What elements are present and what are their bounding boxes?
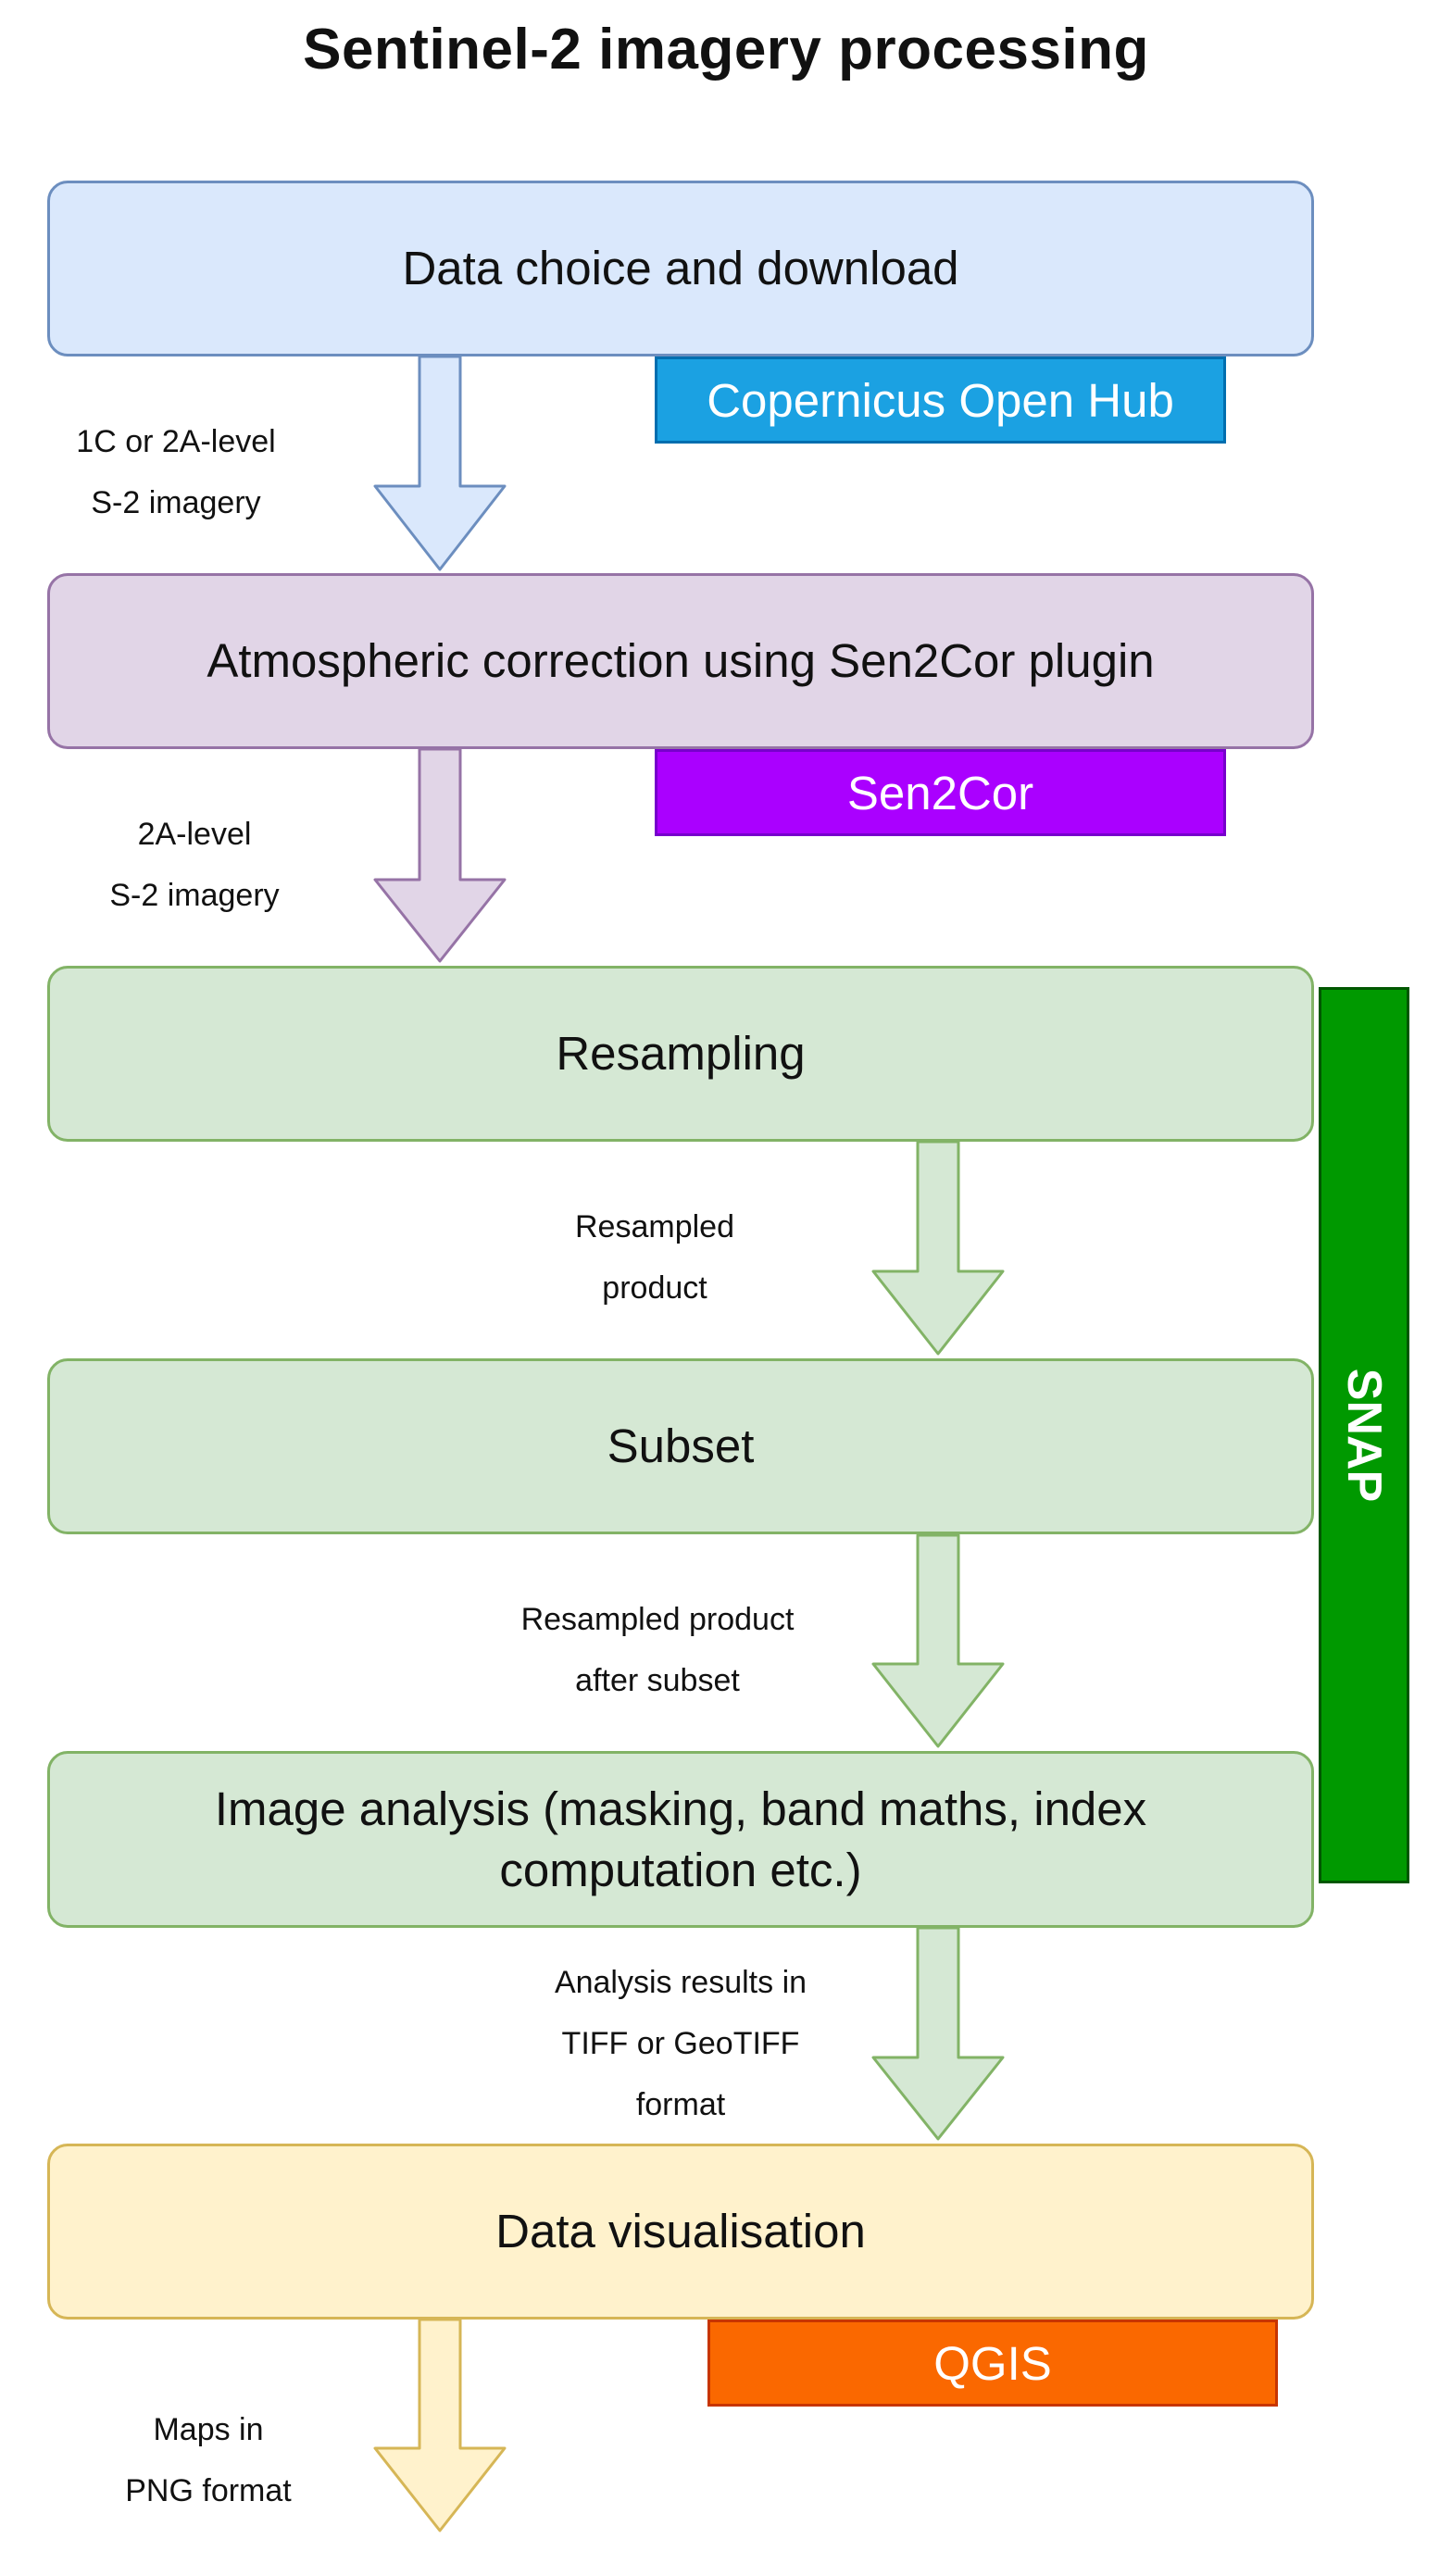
- arrow-subset-to-analysis: [871, 1533, 1005, 1748]
- step-data-visualisation: Data visualisation: [47, 2144, 1314, 2320]
- diagram-title: Sentinel-2 imagery processing: [303, 18, 1149, 81]
- edge-label-subset: Resampled product after subset: [520, 1602, 795, 1698]
- step-label: Data choice and download: [402, 242, 959, 295]
- tool-label: QGIS: [933, 2336, 1052, 2390]
- step-image-analysis: Image analysis (masking, band maths, ind…: [47, 1751, 1314, 1928]
- step-resampling: Resampling: [47, 966, 1314, 1142]
- arrow-visualisation-output: [373, 2318, 507, 2532]
- tool-label: SNAP: [1337, 1368, 1391, 1503]
- step-label: Data visualisation: [495, 2205, 866, 2258]
- edge-label-atmospheric: 2A-level S-2 imagery: [109, 817, 280, 913]
- step-label: Atmospheric correction using Sen2Cor plu…: [207, 634, 1155, 688]
- edge-label-analysis: Analysis results in TIFF or GeoTIFF form…: [554, 1965, 807, 2122]
- step-label-line1: Image analysis (masking, band maths, ind…: [214, 1782, 1147, 1836]
- step-label: Subset: [607, 1419, 755, 1473]
- tool-snap: SNAP: [1319, 987, 1409, 1883]
- step-data-download: Data choice and download: [47, 181, 1314, 356]
- step-subset: Subset: [47, 1358, 1314, 1534]
- edge-label-resampling: Resampled product: [575, 1209, 734, 1306]
- tool-label: Copernicus Open Hub: [707, 373, 1174, 427]
- arrow-download-to-atmospheric: [373, 355, 507, 571]
- tool-sen2cor: Sen2Cor: [655, 749, 1226, 836]
- step-label: Resampling: [556, 1027, 806, 1081]
- arrow-atmospheric-to-resampling: [373, 747, 507, 963]
- edge-label-download: 1C or 2A-level S-2 imagery: [76, 424, 276, 520]
- step-label-line2: computation etc.): [499, 1843, 862, 1896]
- arrow-resampling-to-subset: [871, 1140, 1005, 1356]
- edge-label-visualisation: Maps in PNG format: [125, 2412, 292, 2508]
- tool-label: Sen2Cor: [846, 766, 1034, 819]
- step-atmospheric-correction: Atmospheric correction using Sen2Cor plu…: [47, 573, 1314, 749]
- tool-copernicus-open-hub: Copernicus Open Hub: [655, 356, 1226, 444]
- tool-qgis: QGIS: [707, 2320, 1278, 2407]
- arrow-analysis-to-visualisation: [871, 1926, 1005, 2141]
